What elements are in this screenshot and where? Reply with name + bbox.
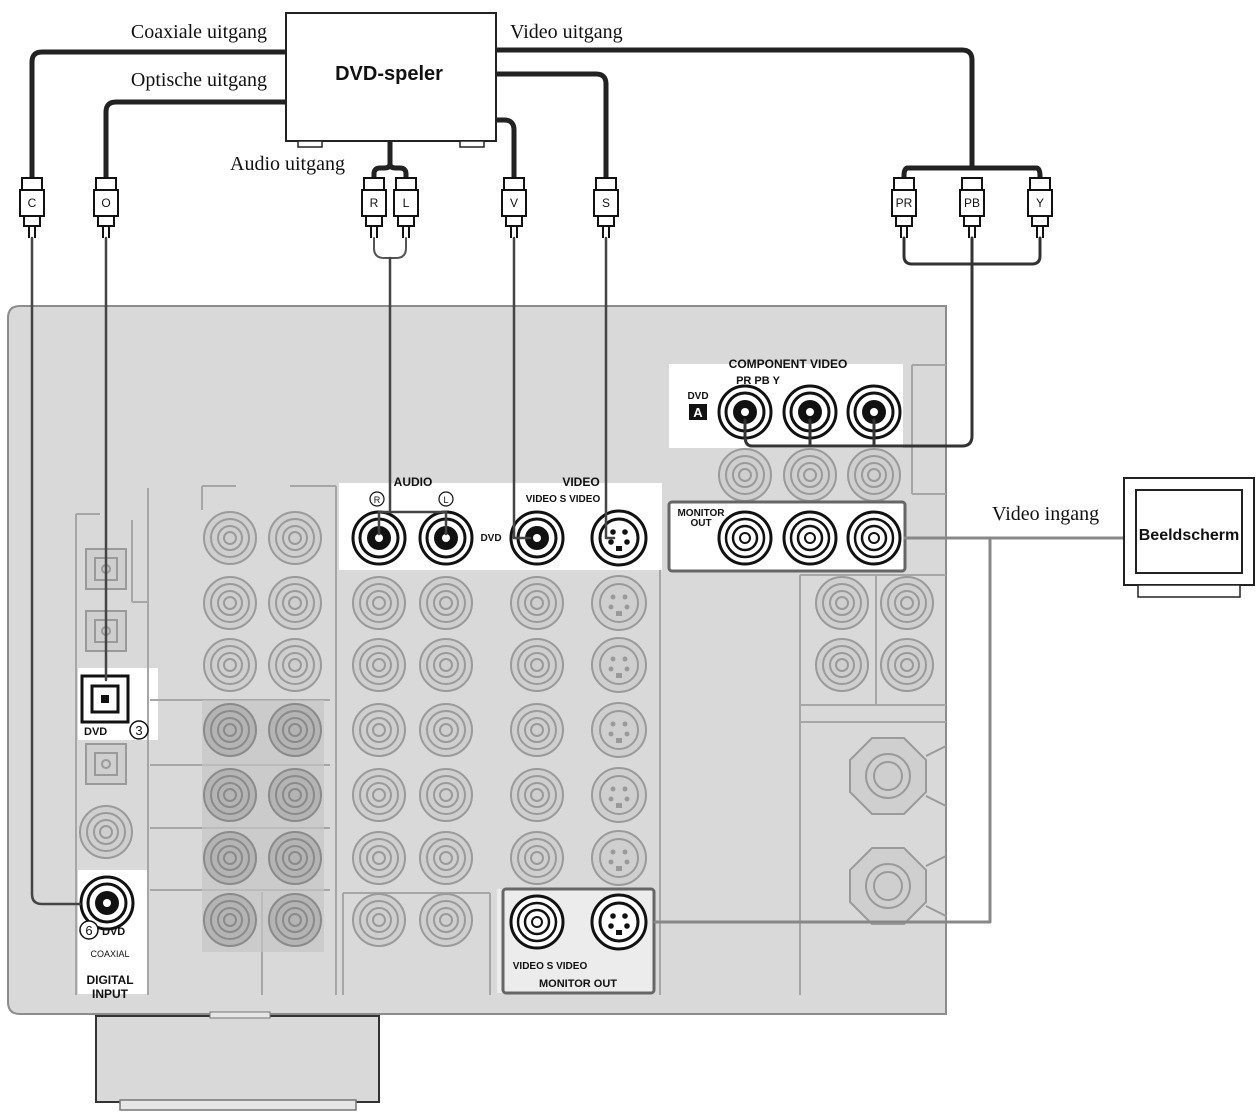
dvd-player-label: DVD-speler (335, 63, 443, 85)
digital-input-section: DVD 3 6 DVD COAXIAL DIGITAL INPUT (79, 548, 149, 1001)
antenna-terminal-1 (849, 737, 947, 815)
svideo-cable (493, 71, 609, 181)
audio-cable (371, 139, 409, 181)
component-dvd-label: DVD (687, 391, 708, 402)
audio-video-inputs: AUDIO VIDEO VIDEO S VIDEO R L DVD (351, 475, 648, 947)
monitor-out-video-jack (509, 894, 565, 950)
cables (29, 47, 1126, 924)
svg-text:V: V (510, 196, 518, 210)
optical-dvd-jack (80, 674, 130, 724)
optical-dvd-label: DVD (84, 726, 107, 738)
svg-text:S: S (602, 196, 610, 210)
svg-text:R: R (370, 196, 379, 210)
bottom-video-svideo-label: VIDEO S VIDEO (513, 961, 588, 972)
svg-text:O: O (101, 196, 110, 210)
component-cols-label: PR PB Y (736, 375, 780, 387)
plug-video: V (501, 177, 527, 239)
coaxial-label: COAXIAL (90, 949, 129, 959)
video-input-label: Video ingang (992, 503, 1099, 525)
monitor-out-label-2: OUT (690, 518, 711, 529)
coaxial-output-label: Coaxiale uitgang (131, 21, 267, 43)
optical-cable (103, 99, 289, 181)
antenna-terminal-2 (849, 847, 947, 925)
plug-pb: PB (959, 177, 985, 239)
audio-l-mark: L (443, 495, 448, 505)
component-a-badge: A (693, 405, 703, 420)
optical-number: 3 (135, 723, 142, 738)
coaxial-cable (29, 49, 289, 181)
monitor: Beeldscherm (1123, 477, 1255, 598)
component-cable-trunk (493, 47, 975, 171)
svg-text:L: L (403, 196, 410, 210)
plug-pr: PR (891, 177, 917, 239)
right-side-jacks (815, 576, 947, 925)
monitor-out-label-1: MONITOR (677, 508, 725, 519)
video-header: VIDEO (562, 475, 599, 489)
coax-number: 6 (85, 923, 92, 938)
plug-svideo: S (593, 177, 619, 239)
plug-y: Y (1027, 177, 1053, 239)
coax-dvd-label: DVD (102, 926, 125, 938)
svg-text:C: C (28, 196, 37, 210)
audio-output-label: Audio uitgang (230, 153, 345, 175)
video-output-label: Video uitgang (510, 21, 623, 43)
svideo-dvd-jack (590, 509, 648, 567)
analog-audio-inputs-left (202, 511, 324, 952)
monitor-out-bottom: VIDEO S VIDEO MONITOR OUT (501, 887, 656, 995)
audio-r-mark: R (374, 495, 381, 505)
bottom-monitor-out-label: MONITOR OUT (539, 978, 617, 990)
dvd-player: DVD-speler (285, 12, 497, 148)
svg-text:PB: PB (964, 196, 980, 210)
receiver-rear-panel: DVD 3 6 DVD COAXIAL DIGITAL INPUT (7, 305, 947, 1111)
audio-header: AUDIO (394, 475, 433, 489)
digital-input-label-2: INPUT (92, 987, 129, 1001)
plug-audio-r: R (361, 177, 387, 239)
svg-text:PR: PR (896, 196, 913, 210)
plug-audio-l: L (393, 177, 419, 239)
component-monitor-out-jacks (717, 510, 902, 566)
plug-coaxial: C (19, 177, 45, 239)
monitor-label: Beeldscherm (1139, 527, 1240, 544)
plug-optical: O (93, 177, 119, 239)
dvd-row-label: DVD (480, 533, 501, 544)
monitor-out-svideo-jack (590, 893, 648, 951)
digital-input-label-1: DIGITAL (86, 973, 133, 987)
plugs: C O R L V S PR PB (19, 177, 1053, 239)
video-svideo-header: VIDEO S VIDEO (526, 494, 601, 505)
component-video-header: COMPONENT VIDEO (729, 357, 848, 371)
component-video-section: COMPONENT VIDEO PR PB Y DVD A MONITOR OU… (667, 357, 907, 573)
optical-output-label: Optische uitgang (131, 69, 267, 91)
svg-text:Y: Y (1036, 196, 1044, 210)
video-cable (493, 117, 517, 181)
